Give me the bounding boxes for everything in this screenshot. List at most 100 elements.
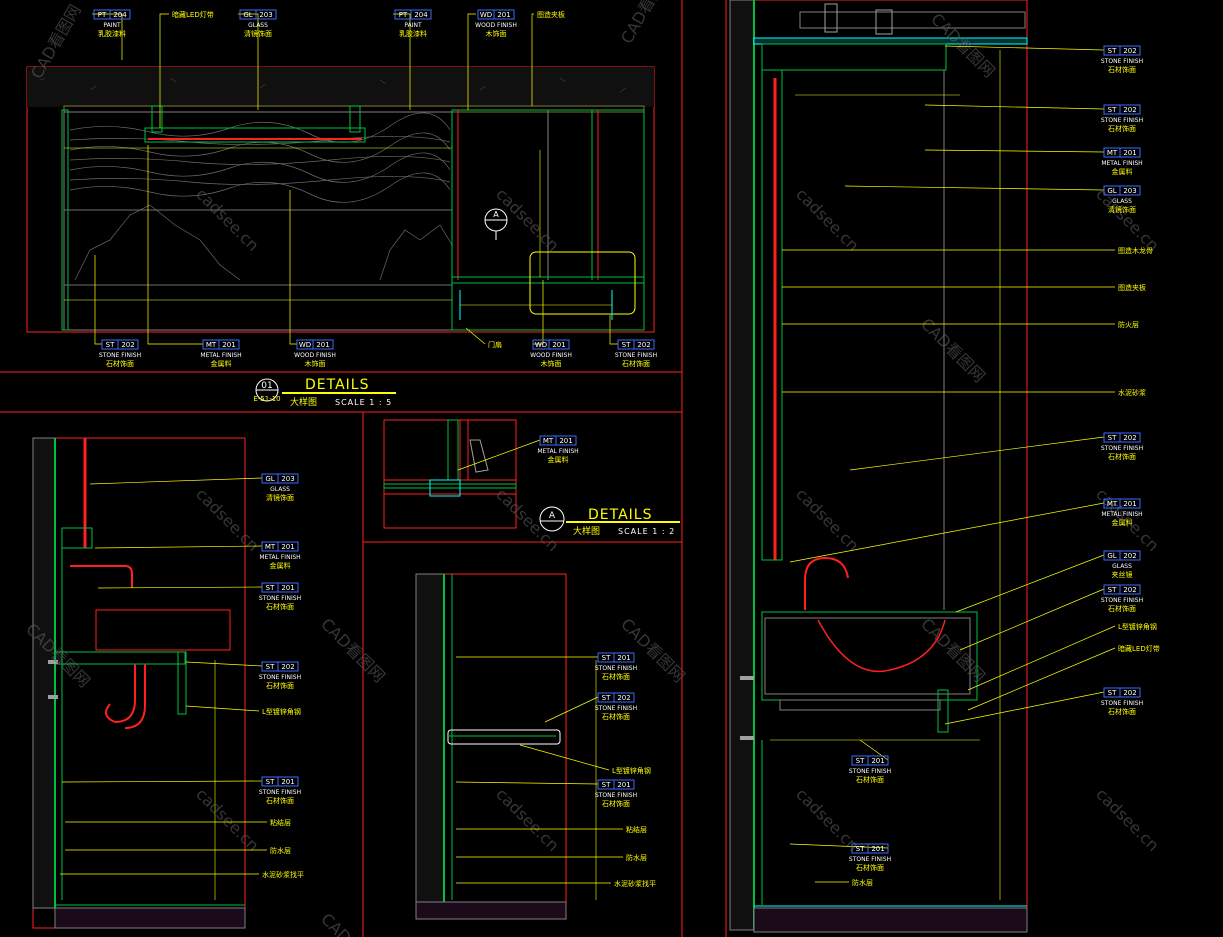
leader-line [844, 185, 1105, 191]
tag-num-box [867, 755, 889, 766]
tag-num: 202 [1123, 47, 1136, 55]
tag-num-box [1119, 687, 1141, 698]
annotation-note: 水泥砂浆找平 [262, 870, 304, 879]
tag-cn: 石材饰面 [266, 602, 294, 611]
leader-line [967, 625, 1116, 691]
tag-en: WOOD FINISH [475, 22, 517, 29]
leader-line [924, 149, 1105, 153]
detail-scale: SCALE 1 : 2 [618, 527, 675, 536]
tag-num-box [548, 339, 570, 350]
tag-num-box [1119, 550, 1141, 561]
tag-num: 201 [281, 584, 294, 592]
detail-ref: E-51-10 [253, 395, 280, 403]
section-bottom-middle [415, 573, 597, 920]
watermark-b: cadsee.cn [492, 784, 563, 855]
detail-a-box [383, 419, 517, 529]
leader-line [924, 104, 1105, 110]
leader-line [159, 13, 169, 128]
elevation-detail-01: A [26, 66, 655, 333]
annotation-note: L型镀锌角钢 [612, 766, 651, 775]
tag-en: STONE FINISH [595, 792, 637, 799]
leader-line [789, 843, 889, 849]
tag-en: PAINT [103, 22, 121, 29]
tag-code: GL [265, 475, 274, 483]
tag-num-box [555, 435, 577, 446]
leader-line [238, 13, 259, 110]
annotation-note: 水泥砂浆找平 [614, 879, 656, 888]
tag-cn: 石材饰面 [266, 681, 294, 690]
tag-cn: 石材饰面 [1108, 124, 1136, 133]
leader-line [944, 691, 1105, 725]
tag-en: METAL FINISH [1101, 511, 1142, 518]
sheet-frame [0, 0, 727, 937]
tag-en: STONE FINISH [259, 789, 301, 796]
tag-code: PT [98, 11, 107, 19]
tag-num-box [613, 692, 635, 703]
watermark-b: cadsee.cn [192, 484, 263, 555]
tag-en: GLASS [1112, 563, 1132, 570]
tag-num-box [277, 473, 299, 484]
tag-cn: 石材饰面 [1108, 707, 1136, 716]
leader-line [185, 705, 260, 712]
tag-num: 201 [871, 845, 884, 853]
annotation-note: 防火层 [1118, 320, 1139, 329]
tag-cn: 夹丝镜 [1112, 570, 1133, 579]
watermark-b: cadsee.cn [192, 784, 263, 855]
annotation-note: 图造夹板 [1118, 283, 1146, 292]
tag-cn: 石材饰面 [106, 359, 134, 368]
tag-code: ST [1108, 689, 1117, 697]
tag-en: STONE FINISH [259, 674, 301, 681]
tag-num: 201 [1123, 149, 1136, 157]
tag-code: ST [266, 663, 275, 671]
tag-code: ST [1108, 106, 1117, 114]
watermark-a: CAD看图网 [617, 0, 675, 47]
tag-num: 201 [1123, 500, 1136, 508]
tag-code: ST [1108, 47, 1117, 55]
leader-line [97, 586, 263, 589]
tag-code: ST [602, 654, 611, 662]
annotation-note: 暗藏LED灯带 [1118, 644, 1160, 653]
tag-code: ST [602, 694, 611, 702]
tag-en: GLASS [248, 22, 268, 29]
detail-number: 01 [261, 381, 272, 391]
tag-num-box [255, 9, 277, 20]
tag-en: STONE FINISH [1101, 445, 1143, 452]
tag-code: ST [1108, 586, 1117, 594]
section-right-tall [729, 0, 1028, 933]
leader-line [147, 145, 203, 345]
leader-line [94, 545, 263, 549]
leader-line [393, 13, 411, 110]
tag-en: WOOD FINISH [530, 352, 572, 359]
tag-code: MT [206, 341, 217, 349]
annotation-note: 防水层 [270, 846, 291, 855]
tag-num: 201 [281, 778, 294, 786]
annotation-note: 防水层 [852, 878, 873, 887]
tag-cn: 石材饰面 [602, 799, 630, 808]
tag-num: 201 [316, 341, 329, 349]
detail-number: A [549, 511, 556, 521]
tag-code: ST [602, 781, 611, 789]
tag-cn: 石材饰面 [622, 359, 650, 368]
detail-title: DETAILS [305, 377, 369, 393]
tag-cn: 木饰面 [541, 359, 562, 368]
tag-code: ST [622, 341, 631, 349]
detail-title-cn: 大样图 [573, 525, 600, 537]
watermark-a: CAD看图网 [317, 614, 389, 686]
tag-en: WOOD FINISH [294, 352, 336, 359]
tag-en: METAL FINISH [200, 352, 241, 359]
